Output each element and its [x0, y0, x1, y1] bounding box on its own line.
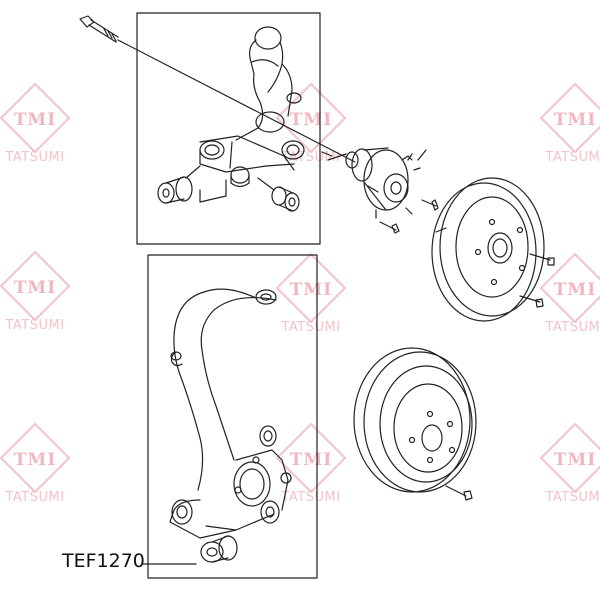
- brake-drum: [353, 347, 477, 493]
- disc-screws: [519, 253, 555, 308]
- drum-screw: [445, 485, 473, 501]
- lower-frame: [147, 254, 318, 579]
- upper-knuckle: [199, 26, 305, 173]
- brake-disc: [431, 177, 545, 322]
- part-number-label: TEF1270: [62, 550, 145, 572]
- bushing-upper-left: [157, 176, 193, 204]
- leader-lines: [185, 165, 275, 203]
- bushing-upper-middle: [230, 166, 250, 188]
- axis-line: [117, 39, 356, 163]
- long-bolt: [79, 15, 119, 43]
- steering-knuckle: [169, 288, 292, 539]
- bushing-upper-right: [271, 186, 300, 212]
- hub-studs: [367, 149, 439, 234]
- upper-frame: [136, 12, 321, 245]
- wheel-hub: [321, 147, 421, 219]
- bushing-tef1270: [200, 535, 238, 563]
